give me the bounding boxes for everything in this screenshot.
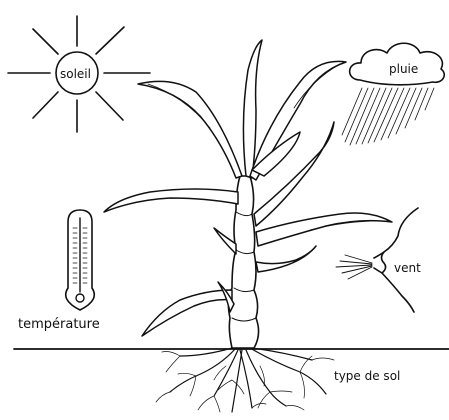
plant-roots <box>156 348 334 412</box>
thermometer-icon <box>66 210 95 310</box>
temperature-label: température <box>18 318 100 331</box>
soil-type-label: type de sol <box>334 370 400 382</box>
wind-face-icon <box>336 208 418 312</box>
sun-label: soleil <box>60 68 91 80</box>
rain-cloud-icon <box>342 43 444 145</box>
rain-label: pluie <box>389 63 418 75</box>
wind-label: vent <box>394 262 421 274</box>
